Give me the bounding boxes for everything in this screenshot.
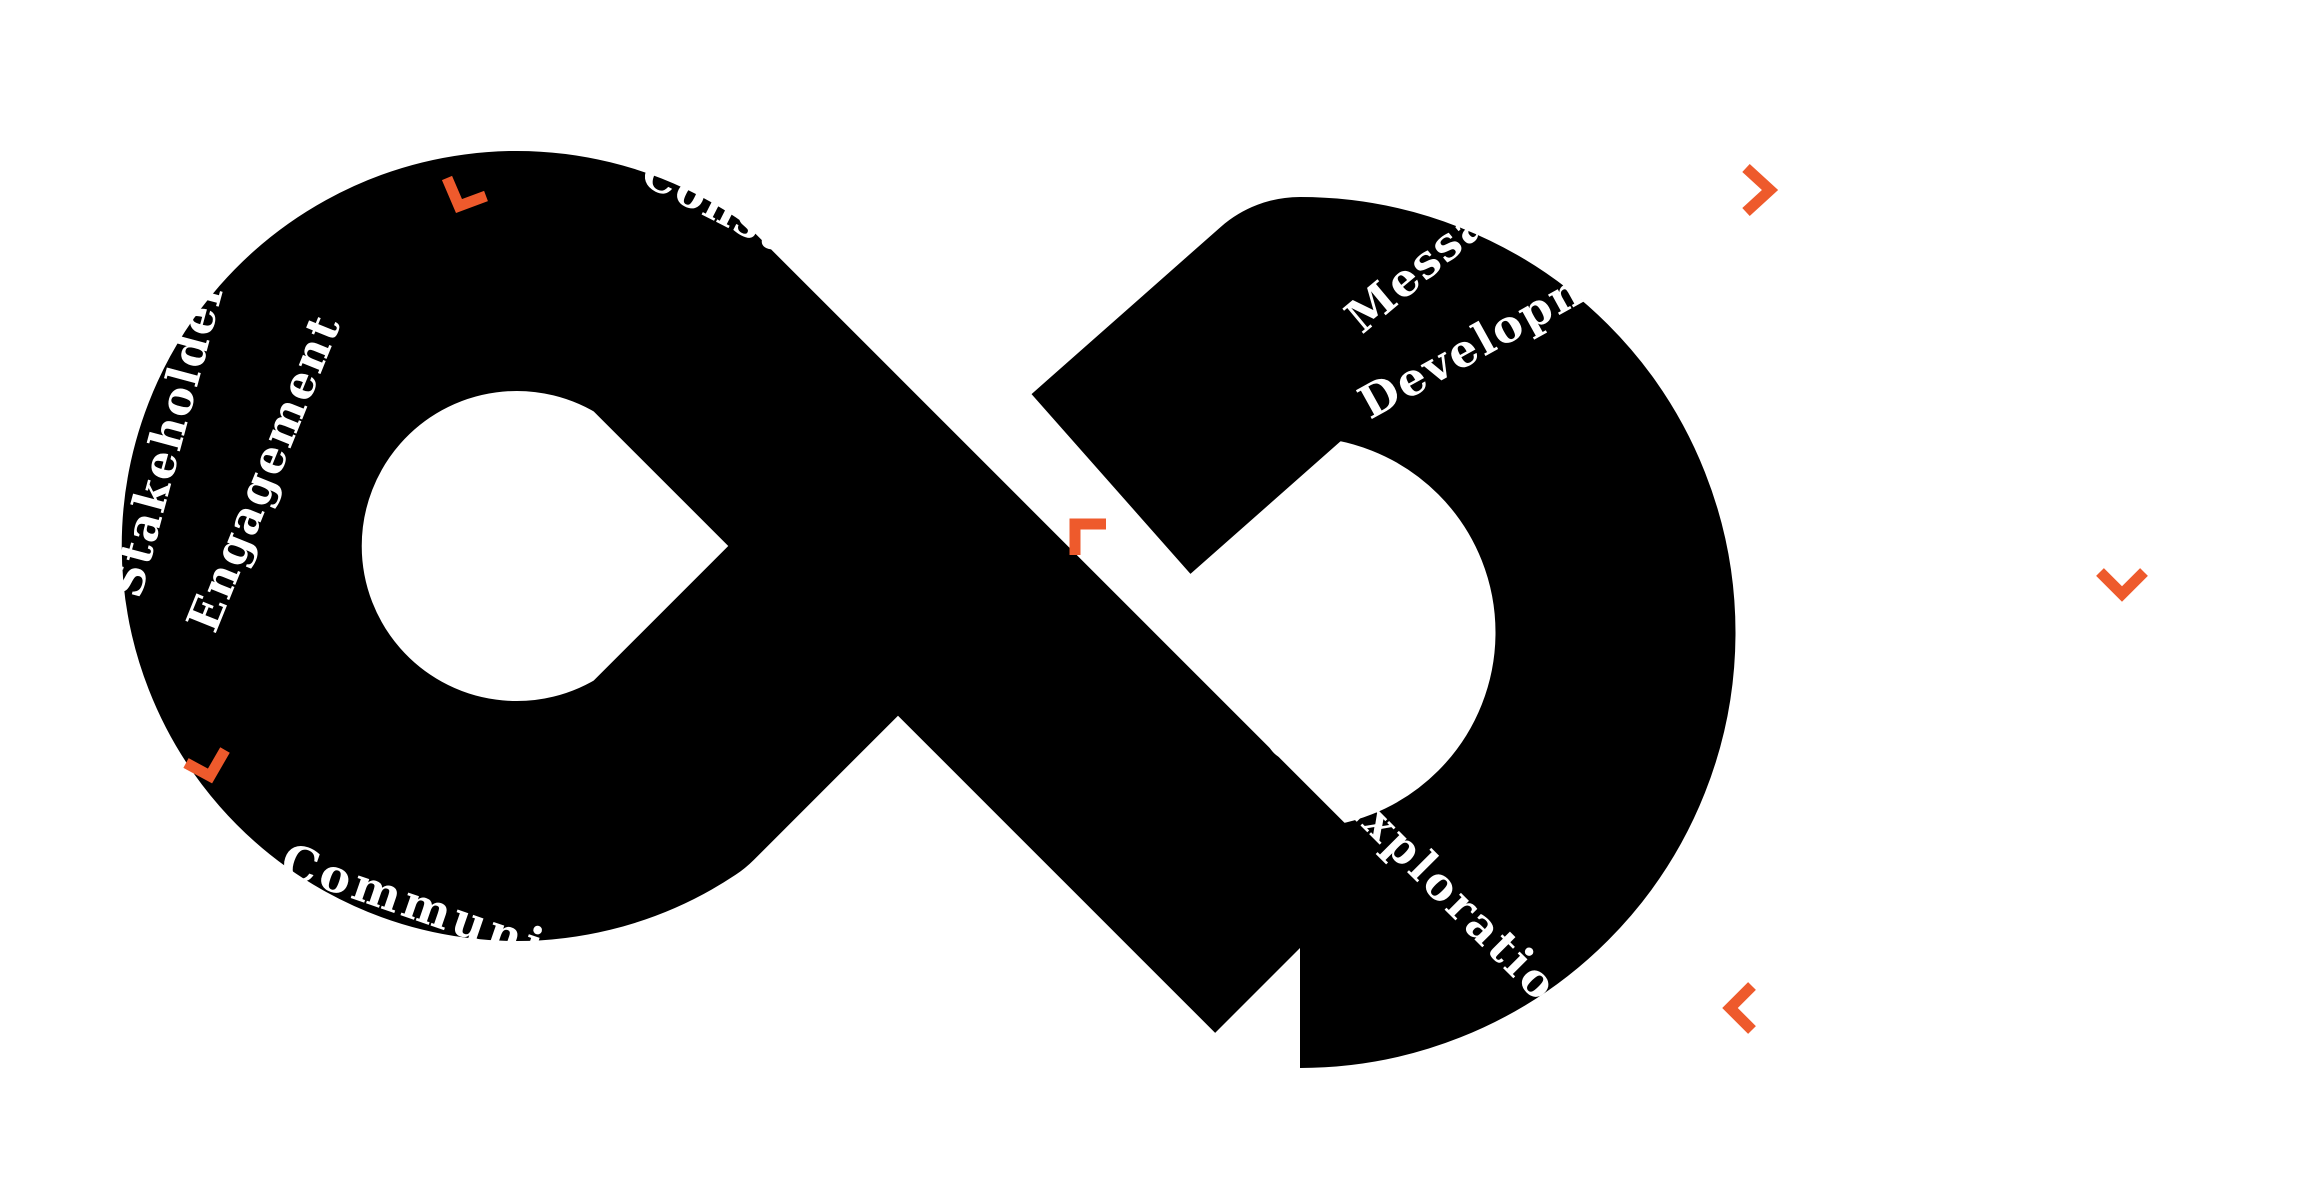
chevron-icon: [441, 175, 488, 213]
band-right-loop: [1031, 197, 1736, 1068]
chevron-icon: [2096, 568, 2148, 602]
chevron-icon: [1742, 163, 1779, 217]
infinity-band: [121, 151, 1736, 1068]
band-left-loop: [121, 151, 1385, 1033]
chevron-icon: [1069, 518, 1106, 555]
chevron-icon: [1722, 982, 1756, 1034]
direction-arrows: [183, 163, 2148, 1034]
chevron-icon: [183, 747, 230, 784]
stage-label-testing: Testing: [1918, 214, 2101, 386]
